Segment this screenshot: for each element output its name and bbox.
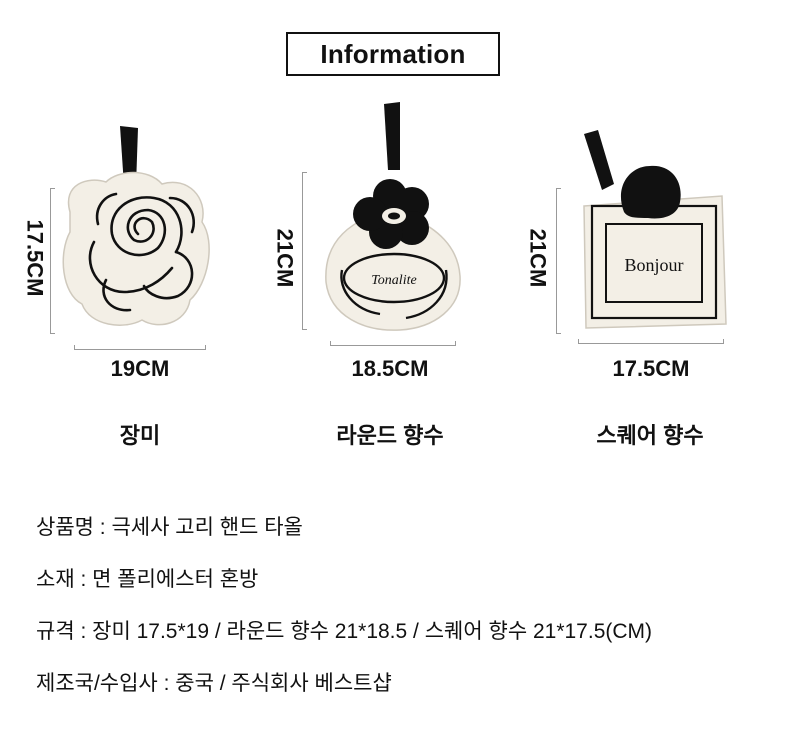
svg-text:Bonjour: Bonjour <box>624 255 683 275</box>
round-perfume-product-name: 라운드 향수 <box>336 423 444 448</box>
rose-height-label: 17.5CM <box>22 219 48 297</box>
hanging-loop-icon <box>384 102 400 170</box>
rose-product-name: 장미 <box>119 423 161 448</box>
hanging-loop-icon <box>120 126 138 186</box>
round-perfume-height-label: 21CM <box>272 228 298 288</box>
square-perfume-product-name: 스퀘어 향수 <box>596 423 704 448</box>
flower-icon <box>353 179 429 249</box>
round-perfume-width-label: 18.5CM <box>351 356 429 381</box>
round-perfume-towel-image: Tonalite <box>320 100 465 340</box>
rose-width-guide <box>74 345 206 350</box>
square-perfume-width-guide <box>578 339 724 344</box>
square-perfume-width-label: 17.5CM <box>612 356 690 381</box>
square-perfume-towel-image: Bonjour <box>576 128 736 333</box>
information-title: Information <box>286 32 500 76</box>
svg-text:Tonalite: Tonalite <box>371 273 416 288</box>
square-perfume-height-label: 21CM <box>525 228 551 288</box>
round-perfume-width-guide <box>330 341 456 346</box>
square-perfume-height-guide <box>556 188 561 334</box>
spec-size: 규격 : 장미 17.5*19 / 라운드 향수 21*18.5 / 스퀘어 향… <box>36 620 653 643</box>
rose-width-label: 19CM <box>110 356 170 381</box>
hanging-loop-icon <box>584 130 614 190</box>
spec-material: 소재 : 면 폴리에스터 혼방 <box>36 568 259 591</box>
bottle-cap-icon <box>620 165 681 219</box>
rose-towel-image <box>58 124 218 334</box>
round-perfume-height-guide <box>302 172 307 330</box>
spec-product-name: 상품명 : 극세사 고리 핸드 타올 <box>36 516 303 539</box>
rose-height-guide <box>50 188 55 334</box>
spec-origin-importer: 제조국/수입사 : 중국 / 주식회사 베스트샵 <box>36 672 392 695</box>
